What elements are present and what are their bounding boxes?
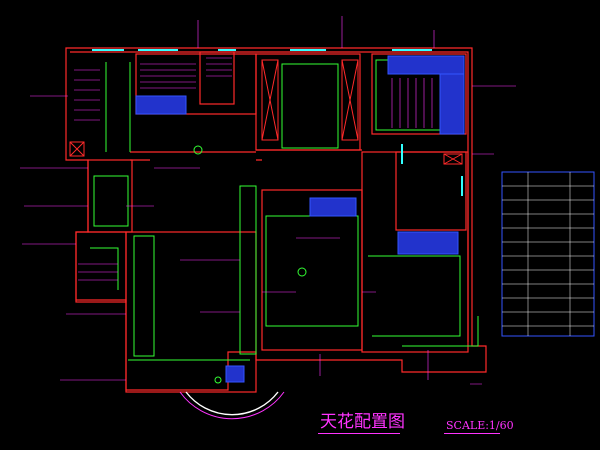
fixture-layer	[135, 55, 595, 383]
hatch-layer	[74, 57, 433, 281]
fixture-symbols	[193, 145, 307, 384]
scale-underline	[444, 433, 500, 434]
drawing-scale: SCALE:1/60	[446, 419, 514, 432]
annotation-leaders	[20, 16, 516, 385]
wall-outline	[65, 47, 487, 393]
entry-arc	[179, 391, 285, 420]
title-underline	[318, 433, 400, 434]
drawing-title: 天花配置图	[320, 412, 405, 432]
legend-grid	[502, 172, 594, 336]
light-layer	[92, 49, 463, 196]
cross-marks	[69, 59, 463, 165]
